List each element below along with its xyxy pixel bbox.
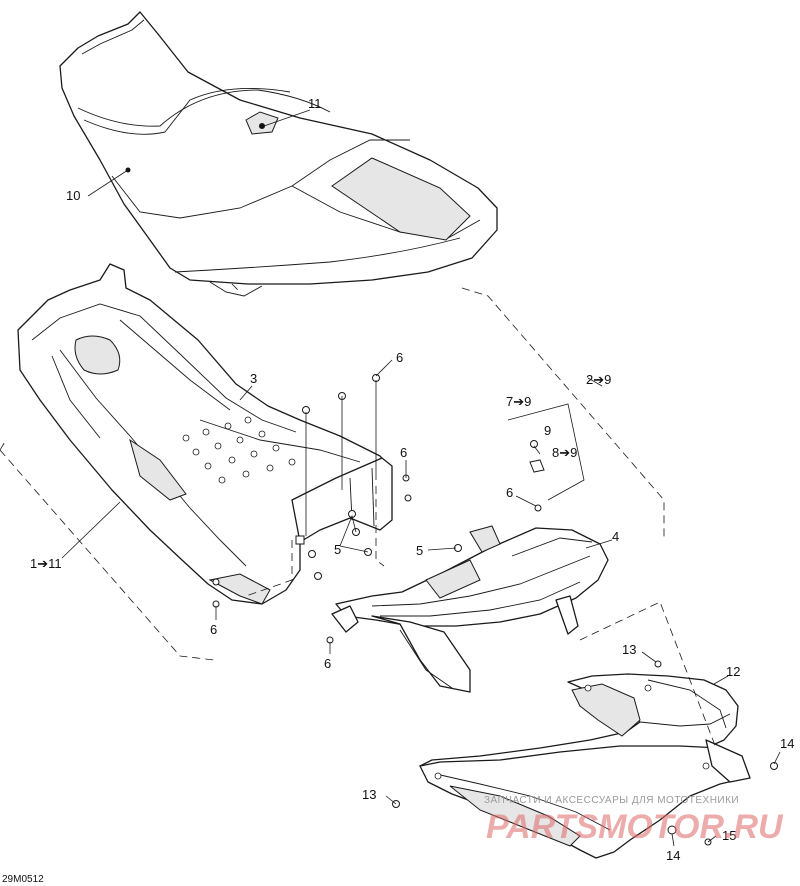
callout-13-top: 13 — [622, 642, 636, 657]
leader-lines — [61, 109, 781, 847]
callout-2-to-9: 2➔9 — [586, 372, 611, 387]
callout-6-handle: 6 — [506, 485, 513, 500]
callout-6-left: 6 — [210, 622, 217, 637]
callout-9: 9 — [544, 423, 551, 438]
construction-lines — [0, 283, 717, 749]
lower-panel — [419, 739, 751, 859]
callout-1-to-11: 1➔11 — [30, 556, 62, 571]
callout-14-right: 14 — [780, 736, 794, 751]
watermark: ЗАПЧАСТИ И АКСЕССУАРЫ ДЛЯ МОТОТЕХНИКИ PA… — [484, 795, 784, 846]
callout-3: 3 — [250, 371, 257, 386]
diagram-code: 29M0512 — [2, 874, 44, 885]
seat — [59, 11, 498, 297]
callout-5-left: 5 — [334, 542, 341, 557]
watermark-brand: PARTSMOTOR.RU — [486, 808, 784, 846]
callout-11: 11 — [308, 96, 322, 111]
watermark-tagline: ЗАПЧАСТИ И АКСЕССУАРЫ ДЛЯ МОТОТЕХНИКИ — [484, 795, 739, 806]
callout-14-bottom: 14 — [666, 848, 680, 863]
callout-4: 4 — [612, 529, 619, 544]
callout-6-bottom: 6 — [324, 656, 331, 671]
grab-handle — [331, 525, 609, 693]
callout-13-bottom: 13 — [362, 787, 376, 802]
seat-base — [17, 263, 393, 605]
callout-12: 12 — [726, 664, 740, 679]
frame-holes — [182, 416, 296, 484]
callout-8-to-9: 8➔9 — [552, 445, 577, 460]
callout-6-right: 6 — [400, 445, 407, 460]
callout-7-to-9: 7➔9 — [506, 394, 531, 409]
callout-10: 10 — [66, 188, 80, 203]
callout-labels: 11 10 3 6 2➔9 7➔9 9 6 8➔9 6 4 5 5 1➔11 6… — [30, 96, 794, 863]
callout-6-top: 6 — [396, 350, 403, 365]
callout-5-right: 5 — [416, 543, 423, 558]
callout-15: 15 — [722, 828, 736, 843]
